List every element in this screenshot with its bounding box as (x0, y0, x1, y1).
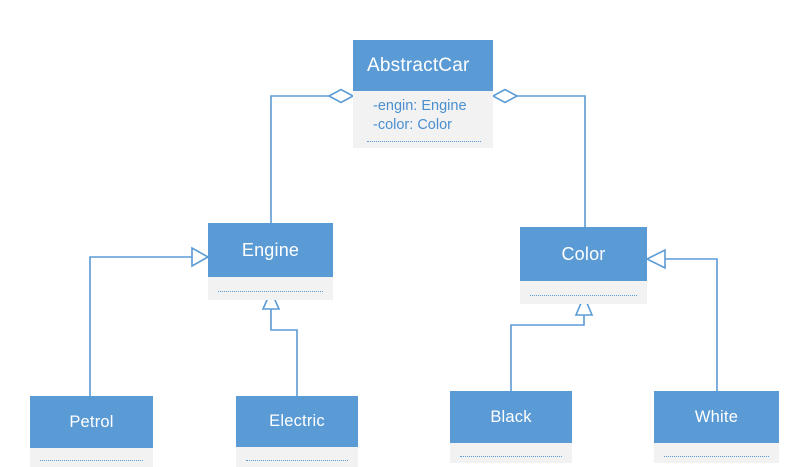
class-attributes-engine (208, 277, 333, 300)
attribute-row: -color: Color (373, 117, 452, 134)
hollow-triangle-icon (645, 248, 666, 270)
hollow-diamond-icon (491, 88, 519, 104)
connector-abstractcar-engine[interactable] (270, 88, 355, 224)
hollow-triangle-icon (574, 293, 594, 316)
compartment-separator (218, 291, 323, 292)
class-box-color[interactable]: Color (520, 227, 647, 304)
compartment-separator (460, 456, 562, 457)
compartment-separator (664, 456, 769, 457)
connector-electric-engine[interactable] (261, 289, 298, 396)
connector-black-color[interactable] (510, 293, 594, 391)
class-box-abstractcar[interactable]: AbstractCar -engin: Engine -color: Color (353, 40, 493, 148)
connector-petrol-engine[interactable] (89, 246, 210, 396)
compartment-separator (367, 141, 481, 142)
class-title-engine: Engine (208, 223, 333, 277)
class-attributes-electric (236, 447, 358, 467)
class-box-black[interactable]: Black (450, 391, 572, 463)
class-attributes-petrol (30, 448, 153, 467)
compartment-separator (246, 460, 348, 461)
class-attributes-color (520, 281, 647, 304)
connector-white-color[interactable] (645, 248, 718, 391)
hollow-triangle-icon (191, 246, 210, 268)
class-title-white: White (654, 391, 779, 443)
hollow-triangle-icon (261, 289, 281, 310)
class-attributes-white (654, 443, 779, 463)
class-title-black: Black (450, 391, 572, 443)
connector-abstractcar-color[interactable] (491, 88, 586, 228)
class-title-electric: Electric (236, 396, 358, 447)
class-box-engine[interactable]: Engine (208, 223, 333, 300)
class-box-electric[interactable]: Electric (236, 396, 358, 467)
class-box-petrol[interactable]: Petrol (30, 396, 153, 467)
class-title-petrol: Petrol (30, 396, 153, 448)
class-title-abstractcar: AbstractCar (353, 40, 493, 91)
class-box-white[interactable]: White (654, 391, 779, 463)
attribute-row: -engin: Engine (373, 98, 467, 114)
compartment-separator (530, 295, 637, 296)
hollow-diamond-icon (327, 88, 355, 104)
class-title-color: Color (520, 227, 647, 281)
class-attributes-abstractcar: -engin: Engine -color: Color (353, 91, 493, 148)
compartment-separator (40, 460, 143, 461)
class-attributes-black (450, 443, 572, 463)
